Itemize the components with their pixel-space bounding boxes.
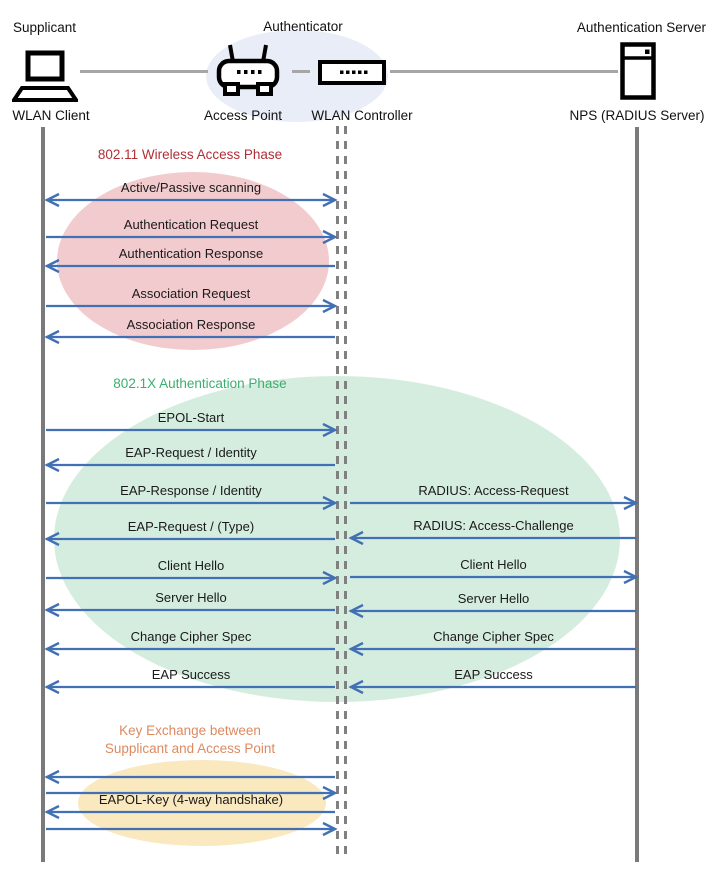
connector-client-ap bbox=[80, 70, 208, 73]
message-label: EAP Success bbox=[454, 667, 533, 682]
message-label: Change Cipher Spec bbox=[130, 629, 252, 644]
message-arrow-left bbox=[44, 679, 335, 695]
message-label: RADIUS: Access-Request bbox=[418, 483, 569, 498]
message-arrow-right bbox=[46, 298, 338, 314]
message-label: Client Hello bbox=[157, 558, 225, 573]
message-label: EAP-Request / Identity bbox=[125, 445, 257, 460]
message-label: Association Response bbox=[126, 317, 256, 332]
wlan-controller-icon bbox=[318, 60, 386, 85]
authenticator-lifeline-left bbox=[336, 126, 339, 860]
message-arrow-left bbox=[44, 641, 335, 657]
message-arrow-left bbox=[348, 603, 636, 619]
message-label: Association Request bbox=[131, 286, 251, 301]
message-arrow-left bbox=[44, 258, 335, 274]
server-lifeline bbox=[635, 127, 639, 862]
authenticator-role-label: Authenticator bbox=[263, 19, 343, 34]
server-icon bbox=[620, 42, 656, 100]
wlan-controller-label: WLAN Controller bbox=[311, 108, 413, 123]
message-label: EAP Success bbox=[151, 667, 231, 682]
nps-radius-server-label: NPS (RADIUS Server) bbox=[569, 108, 705, 123]
message-arrow-left bbox=[348, 641, 636, 657]
message-label: EPOL-Start bbox=[157, 410, 225, 425]
message-arrow-left bbox=[348, 679, 636, 695]
message-arrow-left bbox=[348, 530, 636, 546]
message-label: Change Cipher Spec bbox=[433, 629, 554, 644]
phase3-ellipse bbox=[78, 760, 326, 846]
message-arrow-right bbox=[46, 785, 338, 801]
message-arrow-right bbox=[350, 569, 639, 585]
message-label: EAPOL-Key (4-way handshake) bbox=[98, 792, 284, 807]
message-arrow-left bbox=[44, 804, 335, 820]
message-label: EAP-Request / (Type) bbox=[127, 519, 255, 534]
message-arrow-right bbox=[46, 821, 338, 837]
message-arrow-left bbox=[44, 457, 335, 473]
message-label: Client Hello bbox=[460, 557, 527, 572]
message-arrow-left bbox=[44, 531, 335, 547]
message-arrow-right bbox=[46, 495, 338, 511]
access-point-icon bbox=[216, 44, 280, 96]
authenticator-lifeline-right bbox=[344, 126, 347, 860]
message-arrow-right bbox=[46, 229, 338, 245]
message-label: RADIUS: Access-Challenge bbox=[413, 518, 574, 533]
supplicant-role-label: Supplicant bbox=[13, 20, 77, 35]
message-arrow-left bbox=[44, 769, 335, 785]
phase2-title: 802.1X Authentication Phase bbox=[113, 376, 287, 391]
access-point-label: Access Point bbox=[203, 108, 283, 123]
message-label: Server Hello bbox=[457, 591, 530, 606]
phase1-title: 802.11 Wireless Access Phase bbox=[97, 147, 283, 162]
message-label: Authentication Response bbox=[118, 246, 264, 261]
message-arrow-right bbox=[350, 495, 639, 511]
message-label: Server Hello bbox=[155, 590, 227, 605]
message-label: EAP-Response / Identity bbox=[120, 483, 262, 498]
laptop-icon bbox=[12, 50, 78, 102]
message-label: Authentication Request bbox=[123, 217, 259, 232]
phase1-ellipse bbox=[57, 172, 329, 350]
connector-ap-controller bbox=[292, 70, 310, 73]
message-arrow-left bbox=[44, 329, 335, 345]
message-arrow-both bbox=[44, 192, 338, 208]
supplicant-lifeline bbox=[41, 127, 45, 862]
message-arrow-right bbox=[46, 570, 338, 586]
message-label: Active/Passive scanning bbox=[120, 180, 262, 195]
connector-controller-server bbox=[390, 70, 618, 73]
wlan-client-label: WLAN Client bbox=[12, 108, 90, 123]
message-arrow-left bbox=[44, 602, 335, 618]
message-arrow-right bbox=[46, 422, 338, 438]
server-role-label: Authentication Server bbox=[576, 20, 706, 35]
